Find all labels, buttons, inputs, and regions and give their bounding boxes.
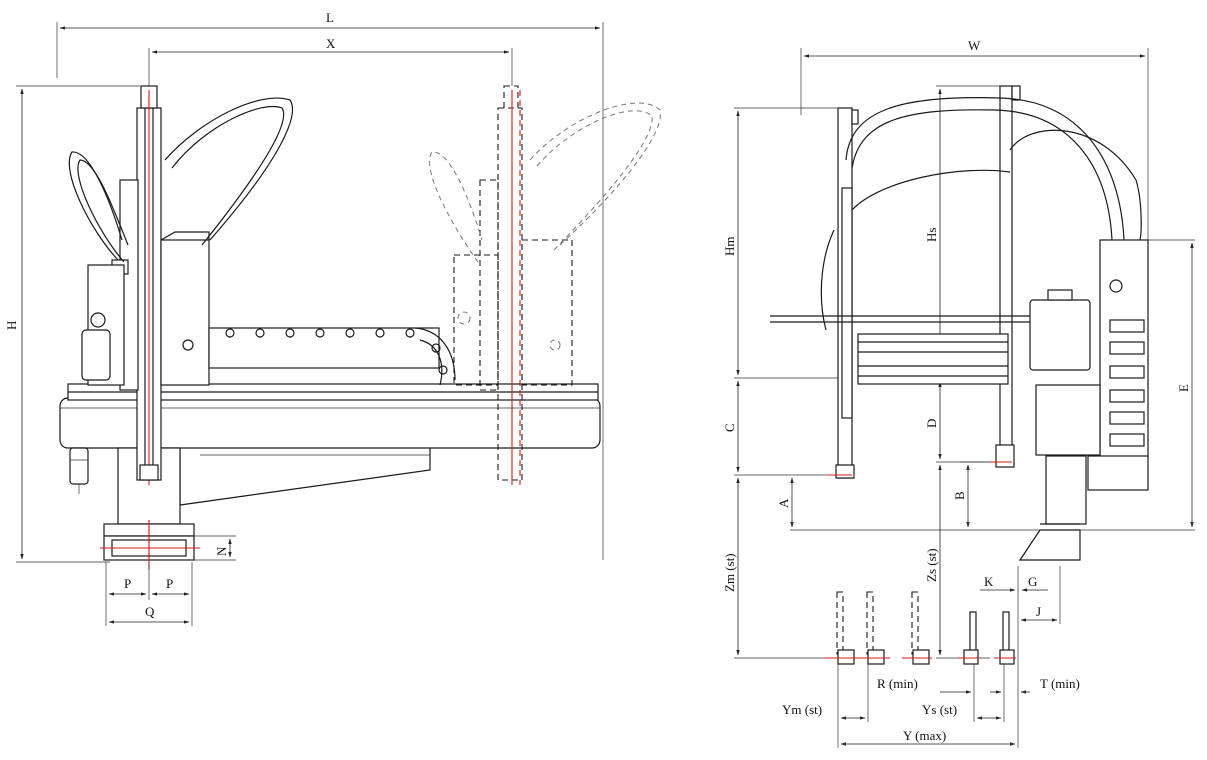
dim-label-R: R (min) xyxy=(877,676,918,691)
dim-label-L: L xyxy=(326,10,334,25)
dim-label-J: J xyxy=(1036,604,1041,619)
side-view xyxy=(734,48,1195,748)
dim-label-Ym: Ym (st) xyxy=(782,702,822,717)
dim-label-X: X xyxy=(326,36,336,51)
dim-label-Ys: Ys (st) xyxy=(922,702,957,717)
dim-label-Zm: Zm (st) xyxy=(722,553,737,592)
dim-label-W: W xyxy=(968,38,981,53)
dim-label-E: E xyxy=(1176,384,1191,392)
dim-label-H: H xyxy=(4,321,19,330)
dim-label-Q: Q xyxy=(145,604,155,619)
dim-label-A: A xyxy=(776,498,791,508)
dim-label-P-right: P xyxy=(166,576,173,591)
dim-label-Hs: Hs xyxy=(924,228,939,242)
dim-label-C: C xyxy=(722,423,737,432)
dim-label-P-left: P xyxy=(124,576,131,591)
dim-label-G: G xyxy=(1028,574,1037,589)
dim-label-N: N xyxy=(214,546,229,556)
dim-label-Zs: Zs (st) xyxy=(924,548,939,582)
dim-label-B: B xyxy=(952,491,967,500)
dim-label-K: K xyxy=(984,574,994,589)
gripper-positions xyxy=(824,591,1016,665)
dim-label-Hm: Hm xyxy=(722,237,737,257)
dim-label-T: T (min) xyxy=(1040,676,1080,691)
front-view xyxy=(16,22,661,626)
dim-label-Y: Y (max) xyxy=(903,728,946,743)
dim-label-D: D xyxy=(924,419,939,428)
